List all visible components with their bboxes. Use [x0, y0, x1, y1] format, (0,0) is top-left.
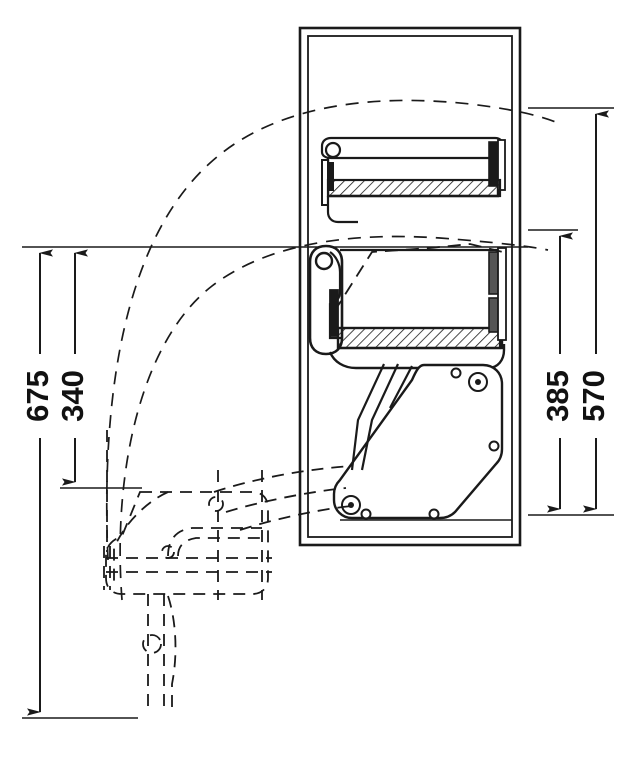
- phantom-pivot-upper: [208, 496, 224, 512]
- dimension-675: 675: [20, 249, 58, 716]
- dim-385-label: 385: [540, 370, 575, 422]
- dim-385-label-mask: [542, 354, 578, 438]
- lift-arm-plate-outline: [332, 363, 504, 520]
- lower-basket-bracket-fill: [329, 289, 339, 337]
- upper-basket: [320, 136, 506, 224]
- swing-arcs: [105, 99, 561, 601]
- phantom-inner-tray: [167, 527, 262, 557]
- lower-basket-pivot-hole: [314, 251, 334, 271]
- lift-arm-fastener-4: [428, 508, 440, 520]
- lower-basket: [308, 243, 507, 370]
- dim-340-label-mask: [57, 354, 93, 438]
- upper-basket-base-plate: [326, 178, 502, 198]
- dimension-570: 570: [576, 110, 614, 513]
- lift-arm-strut-c: [389, 365, 413, 409]
- upper-basket-pivot-hole: [324, 141, 342, 159]
- upper-basket-right-rail-outer: [497, 139, 506, 191]
- cabinet-inner-wall: [307, 35, 513, 538]
- lower-basket-right-rail-outer: [497, 247, 507, 341]
- extension-lines: [22, 107, 614, 719]
- lower-basket-base-plate: [336, 326, 504, 350]
- lift-arm-fastener-1: [450, 367, 462, 379]
- phantom-arm-pivot: [142, 634, 162, 654]
- lift-arm-strut-b: [360, 363, 399, 471]
- dim-675-label-mask: [22, 354, 58, 438]
- lift-arm-fastener-2: [488, 440, 500, 452]
- phantom-basket-outline: [105, 491, 269, 595]
- swing-arc-inner: [119, 235, 549, 601]
- upper-basket-top-rail: [320, 136, 505, 160]
- cabinet-carcass: [298, 26, 522, 547]
- dim-675-label: 675: [20, 370, 55, 422]
- phantom-link-2: [225, 487, 347, 513]
- lower-basket-linkage-phantom: [333, 243, 504, 313]
- lift-arm-plate: [332, 363, 512, 521]
- dimension-385: 385: [540, 232, 578, 513]
- swing-arc-outer: [105, 99, 561, 561]
- phantom-left-hook: [103, 546, 111, 590]
- dim-570-label-mask: [578, 354, 614, 438]
- dim-340-label: 340: [55, 370, 90, 422]
- lift-arm-strut-a: [350, 363, 385, 471]
- phantom-arm-outer: [167, 595, 177, 714]
- cabinet-outer-wall: [298, 26, 522, 547]
- lowered-position-phantom: [103, 430, 353, 714]
- dimension-340: 340: [55, 249, 93, 486]
- phantom-inner-tray-b: [177, 537, 266, 557]
- lift-arm-pivot-top-center: [475, 379, 481, 385]
- lift-arm-fastener-3: [360, 508, 372, 520]
- phantom-pivot-lower: [161, 545, 175, 559]
- phantom-link-3: [239, 505, 353, 531]
- phantom-basket-inner: [113, 491, 169, 588]
- upper-basket-lower-return: [326, 196, 358, 224]
- dim-570-label: 570: [576, 370, 611, 422]
- phantom-link-1: [213, 465, 353, 493]
